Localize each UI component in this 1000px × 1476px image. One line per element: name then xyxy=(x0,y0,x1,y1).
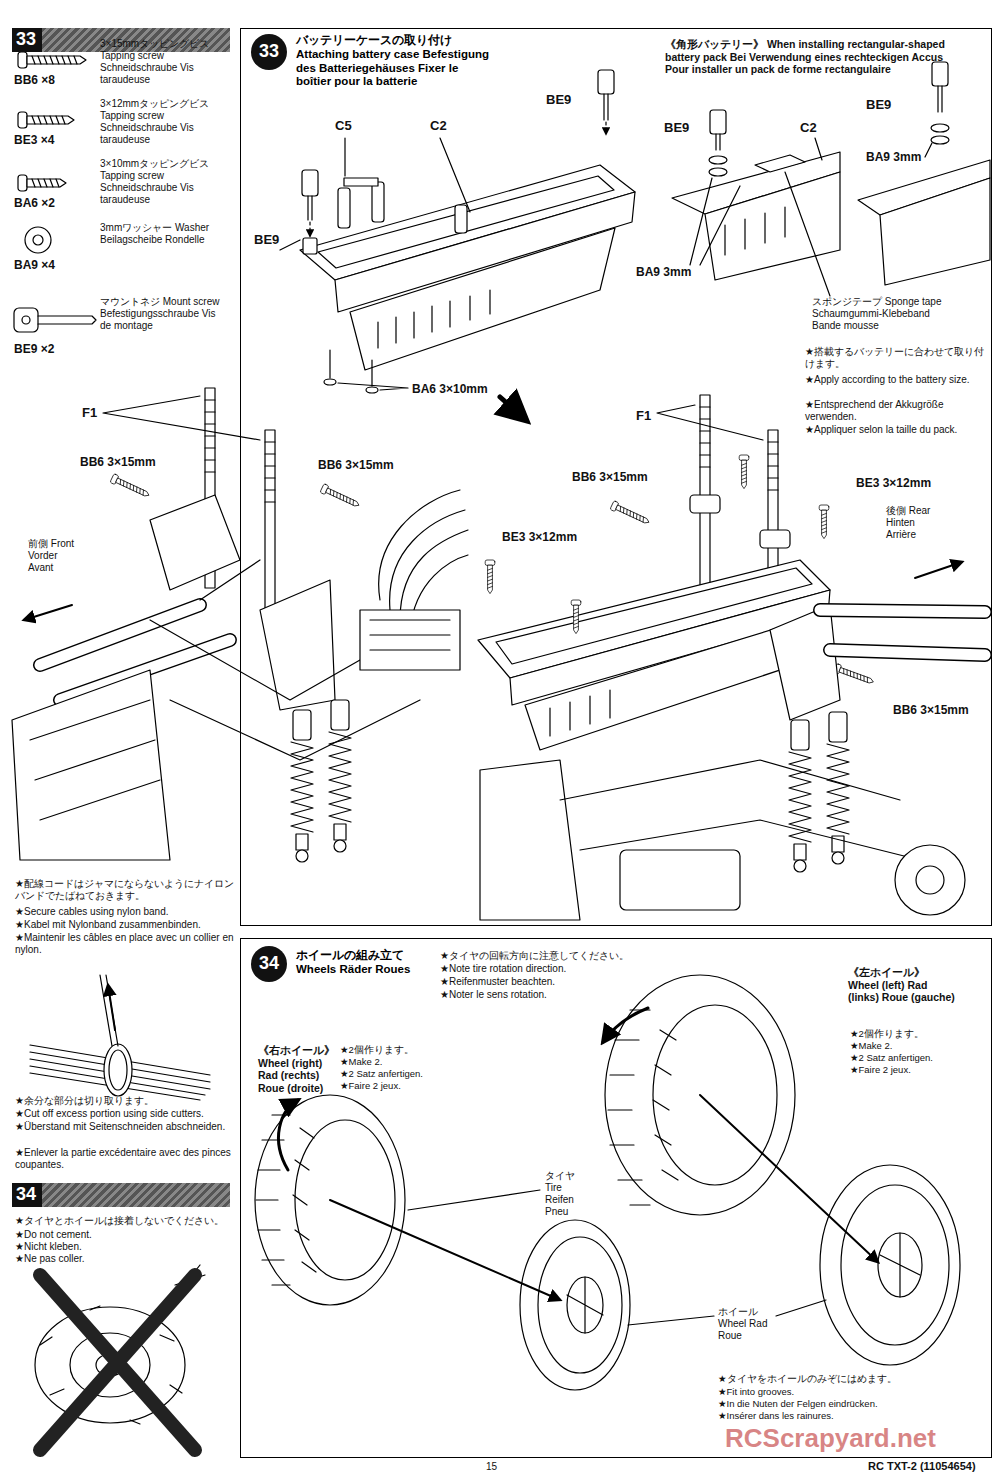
note-text: ★In die Nuten der Felgen eindrücken. xyxy=(718,1398,953,1409)
step-number-text: 33 xyxy=(16,29,36,51)
note-text: ★Insérer dans les rainures. xyxy=(718,1410,953,1421)
part-label: 《角形バッテリー》 When installing rectangular-sh… xyxy=(665,38,965,76)
part-code: BB6 ×8 xyxy=(14,73,94,87)
step-number-text: 34 xyxy=(259,953,279,975)
note-text: ★Faire 2 jeux. xyxy=(850,1064,970,1075)
page-number: 15 xyxy=(486,1461,506,1473)
part-label: BB6 3×15mm xyxy=(80,455,170,469)
note-text: ★Noter le sens rotation. xyxy=(440,989,700,1001)
note-text: ★タイヤとホイールは接着しないでください。 xyxy=(15,1215,235,1227)
step-number: 34 xyxy=(251,946,287,982)
part-label: BB6 3×15mm xyxy=(893,703,983,717)
part-label: BA9 3mm xyxy=(866,150,936,164)
note-text: ★余分な部分は切り取ります。 xyxy=(15,1095,235,1107)
note-text: ★Make 2. xyxy=(850,1040,970,1051)
note-text: ★Appliquer selon la taille du pack. xyxy=(805,424,985,436)
note-text: タイヤ Tire Reifen Pneu xyxy=(545,1170,593,1218)
note-text: ★Secure cables using nylon band. xyxy=(15,906,235,918)
note-text: ★Nicht kleben. xyxy=(15,1241,235,1253)
note-text: 前側 Front Vorder Avant xyxy=(28,538,78,574)
part-label: C5 xyxy=(335,118,365,134)
note-text: ★Fit into grooves. xyxy=(718,1386,953,1397)
part-label: 《左ホイール》 Wheel (left) Rad (links) Roue (g… xyxy=(848,966,958,1004)
part-label: BB6 3×15mm xyxy=(318,458,408,472)
part-label: BE9 xyxy=(546,92,586,108)
part-code: BA9 ×4 xyxy=(14,258,94,272)
note-text: ★Apply according to the battery size. xyxy=(805,374,985,386)
note-text: ★2個作ります。 xyxy=(340,1044,440,1055)
note-text: ホイール Wheel Rad Roue xyxy=(718,1306,776,1342)
note-text: ★配線コードはジャマにならないようにナイロンバンドでたばねておきます。 xyxy=(15,878,235,902)
part-label: C2 xyxy=(800,120,830,136)
note-text: ★Faire 2 jeux. xyxy=(340,1080,440,1091)
step-number-text: 33 xyxy=(259,41,279,63)
note-text: ★2 Satz anfertigen. xyxy=(340,1068,440,1079)
part-label: BA6 3×10mm xyxy=(412,382,512,396)
note-text: ★Ne pas coller. xyxy=(15,1253,235,1265)
part-label: BE3 3×12mm xyxy=(502,530,592,544)
note-text: ★Cut off excess portion using side cutte… xyxy=(15,1108,235,1120)
part-code: BA6 ×2 xyxy=(14,196,94,210)
note-text: ★Kabel mit Nylonband zusammenbinden. xyxy=(15,919,235,931)
note-text: ★Do not cement. xyxy=(15,1229,235,1241)
note-text: スポンジテープ Sponge tape Schaumgummi-Klebeban… xyxy=(812,296,942,332)
note-text: ★タイヤをホイールのみぞにはめます。 xyxy=(718,1373,953,1384)
part-label: BE9 xyxy=(866,97,906,113)
part-label: BB6 3×15mm xyxy=(572,470,662,484)
part-code: BE9 ×2 xyxy=(14,342,94,356)
step-header: 33 xyxy=(12,28,230,52)
footer-code: RC TXT-2 (11054654) xyxy=(868,1460,993,1473)
note-text: ★Reifenmuster beachten. xyxy=(440,976,700,988)
step-heading: ホイールの組み立て Wheels Räder Roues xyxy=(296,949,426,977)
note-text: ★Maintenir les câbles en place avec un c… xyxy=(15,932,235,956)
note-text: ★2 Satz anfertigen. xyxy=(850,1052,970,1063)
note-text: ★タイヤの回転方向に注意してください。 xyxy=(440,950,700,962)
part-description: 3×10mmタッピングビス Tapping screw Schneidschra… xyxy=(100,158,225,206)
part-description: マウントネジ Mount screw Befestigungsschraube … xyxy=(100,296,225,332)
step-heading: バッテリーケースの取り付け Attaching battery case Bef… xyxy=(296,34,496,89)
note-text: 後側 Rear Hinten Arrière xyxy=(886,505,946,541)
note-text: ★2個作ります。 xyxy=(850,1028,970,1039)
part-label: BE3 3×12mm xyxy=(856,476,946,490)
note-text: ★Entsprechend der Akkugröße verwenden. xyxy=(805,399,985,423)
part-label: BA9 3mm xyxy=(636,265,706,279)
note-text: ★搭載するバッテリーに合わせて取り付けます。 xyxy=(805,346,985,370)
part-label: C2 xyxy=(430,118,460,134)
step-panel: バッテリーケースの取り付け Attaching battery case Bef… xyxy=(240,28,992,926)
note-text: ★Note tire rotation direction. xyxy=(440,963,700,975)
watermark: RCScrapyard.net xyxy=(725,1424,985,1453)
note-text: ★Enlever la partie excédentaire avec des… xyxy=(15,1147,235,1171)
step-number: 33 xyxy=(251,34,287,70)
part-label: F1 xyxy=(636,408,666,424)
part-label: 《右ホイール》 Wheel (right) Rad (rechts) Roue … xyxy=(258,1044,336,1094)
part-label: F1 xyxy=(82,405,112,421)
part-label: BE9 xyxy=(254,232,294,248)
note-text: ★Make 2. xyxy=(340,1056,440,1067)
part-description: 3mmワッシャー Washer Beilagscheibe Rondelle xyxy=(100,222,225,246)
part-label: BE9 xyxy=(664,120,704,136)
part-code: BE3 ×4 xyxy=(14,133,94,147)
part-description: 3×12mmタッピングビス Tapping screw Schneidschra… xyxy=(100,98,225,146)
note-text: ★Überstand mit Seitenschneiden abschneid… xyxy=(15,1121,235,1133)
step-header: 34 xyxy=(12,1183,230,1207)
step-number-text: 34 xyxy=(16,1184,36,1206)
step-panel: ホイールの組み立て Wheels Räder Roues 34 xyxy=(240,938,992,1458)
